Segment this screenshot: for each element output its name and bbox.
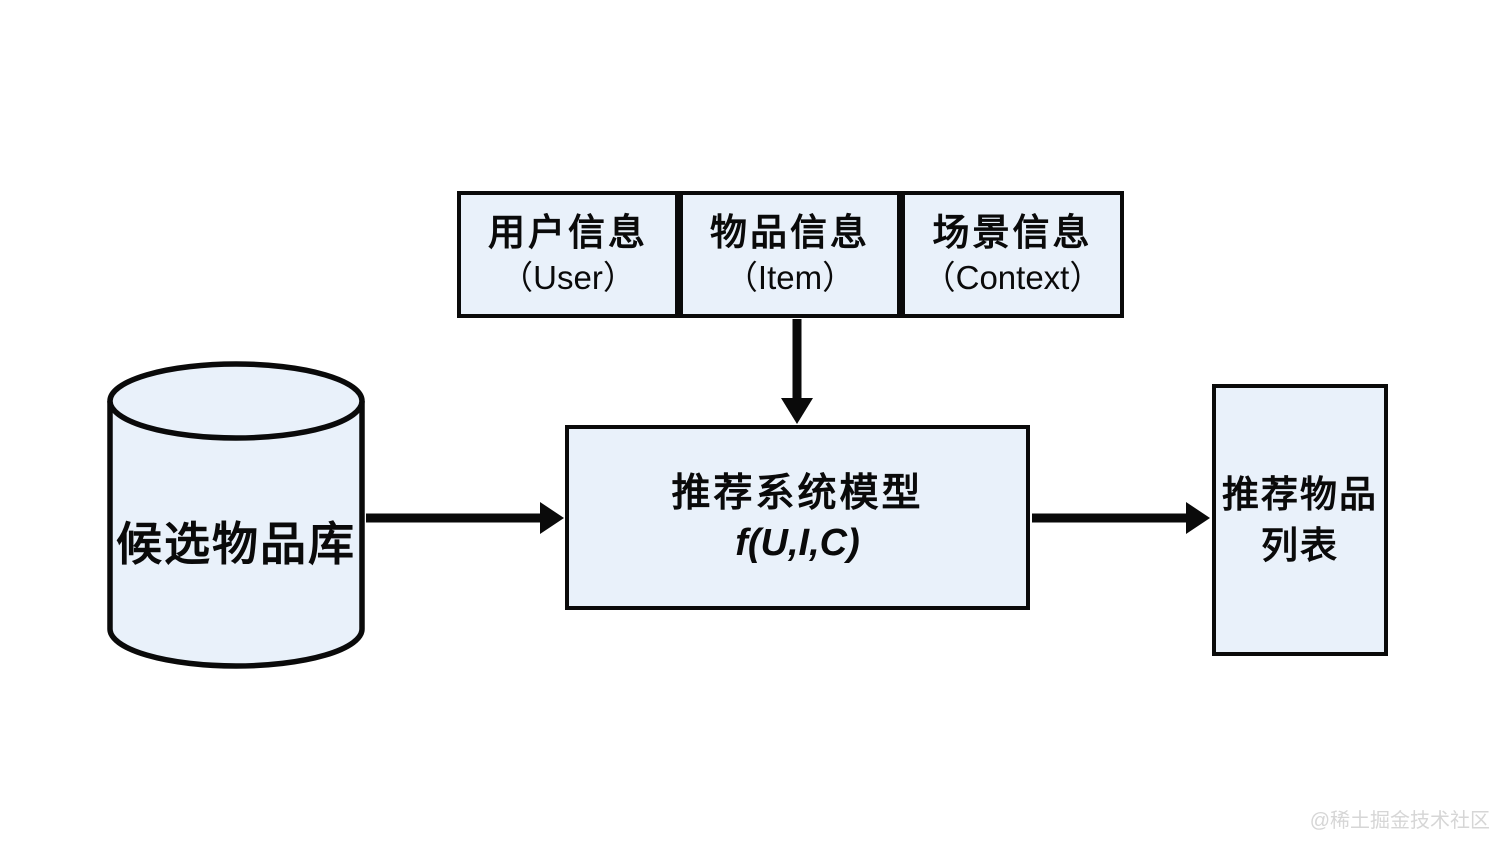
item-info-box: 物品信息 （Item） — [679, 191, 901, 318]
recommended-list-box: 推荐物品 列表 — [1212, 384, 1388, 656]
context-info-box: 场景信息 （Context） — [901, 191, 1124, 318]
user-info-box: 用户信息 （User） — [457, 191, 679, 318]
model-formula: f(U,I,C) — [735, 521, 860, 564]
item-info-label-cn: 物品信息 — [710, 211, 870, 253]
watermark: @稀土掘金技术社区 — [1309, 810, 1490, 832]
item-info-label-en: （Item） — [724, 258, 856, 296]
arrow-db-to-model — [366, 502, 564, 534]
arrow-model-to-output — [1032, 502, 1210, 534]
context-info-label-cn: 场景信息 — [932, 211, 1093, 253]
database-cylinder-shape — [107, 361, 365, 669]
recommended-list-label-line1: 推荐物品 — [1222, 474, 1378, 515]
context-info-label-en: （Context） — [922, 258, 1103, 296]
arrow-inputs-to-model — [781, 319, 813, 424]
candidate-db-label: 候选物品库 — [116, 518, 356, 570]
user-info-label-cn: 用户信息 — [488, 211, 648, 253]
model-title: 推荐系统模型 — [671, 471, 924, 515]
user-info-label-en: （User） — [500, 258, 636, 296]
recommended-list-label-line2: 列表 — [1261, 525, 1339, 566]
recommendation-model-box: 推荐系统模型 f(U,I,C) — [565, 425, 1030, 610]
